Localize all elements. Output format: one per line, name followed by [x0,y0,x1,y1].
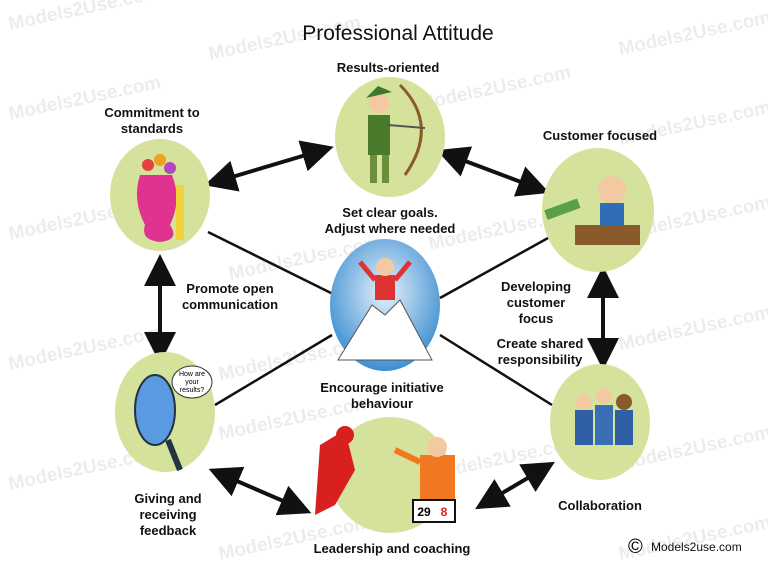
score-left: 29 [417,505,431,519]
vase-illustration [136,154,184,242]
node-results-label: Results-oriented [337,60,440,75]
arrows [144,140,619,516]
link-communication-label-2: communication [182,297,278,312]
link-shared-label-1: Create shared [497,336,584,351]
team-illustration [575,388,633,445]
archer-illustration [366,83,426,183]
node-feedback-label-1: Giving and [134,491,201,506]
mirror-illustration: How are your results? [134,365,213,472]
link-developing-label-1: Developing [501,279,571,294]
link-shared-label-2: responsibility [498,352,583,367]
skater-coach-illustration: 29 8 [315,426,456,523]
svg-text:Models2Use.com: Models2Use.com [617,7,768,60]
link-goals-label-2: Adjust where needed [325,221,456,236]
arrow-leadership-collaboration [475,461,555,510]
node-leadership-label: Leadership and coaching [314,541,471,556]
node-collaboration-label: Collaboration [558,498,642,513]
svg-text:Models2Use.com: Models2Use.com [7,0,163,35]
copyright-icon: © [628,536,643,558]
copyright-text: Models2use.com [651,540,742,554]
arrow-results-customer [436,146,550,197]
page-title: Professional Attitude [302,22,493,45]
speech-bubble-text: How are [179,371,205,378]
svg-text:your: your [185,379,199,386]
node-feedback-label-2: receiving [139,507,196,522]
spoke-customer [439,236,549,300]
link-communication-label-1: Promote open [186,281,273,296]
link-initiative-label-2: behaviour [351,396,413,411]
spoke-collaboration [439,333,553,407]
node-commitment-label-1: Commitment to [104,105,199,120]
arrow-feedback-leadership [208,466,312,516]
customer-service-illustration [544,176,640,245]
node-commitment-label-2: standards [121,121,183,136]
node-customer-label: Customer focused [543,128,657,143]
link-developing-label-2: customer [507,295,566,310]
spoke-commitment [207,230,336,297]
svg-text:Models2Use.com: Models2Use.com [217,512,373,565]
spoke-lines [207,230,553,407]
svg-text:results?: results? [180,387,205,394]
arrow-commitment-results [204,140,334,192]
link-developing-label-3: focus [519,311,554,326]
score-right: 8 [441,505,448,519]
svg-text:Models2Use.com: Models2Use.com [417,62,573,115]
node-feedback-label-3: feedback [140,523,197,538]
scoreboard [412,499,456,523]
mountain-climber-illustration [337,258,433,361]
link-initiative-label-1: Encourage initiative [320,380,444,395]
link-goals-label-1: Set clear goals. [342,205,437,220]
svg-text:Models2Use.com: Models2Use.com [617,302,768,355]
spoke-feedback [214,333,333,407]
